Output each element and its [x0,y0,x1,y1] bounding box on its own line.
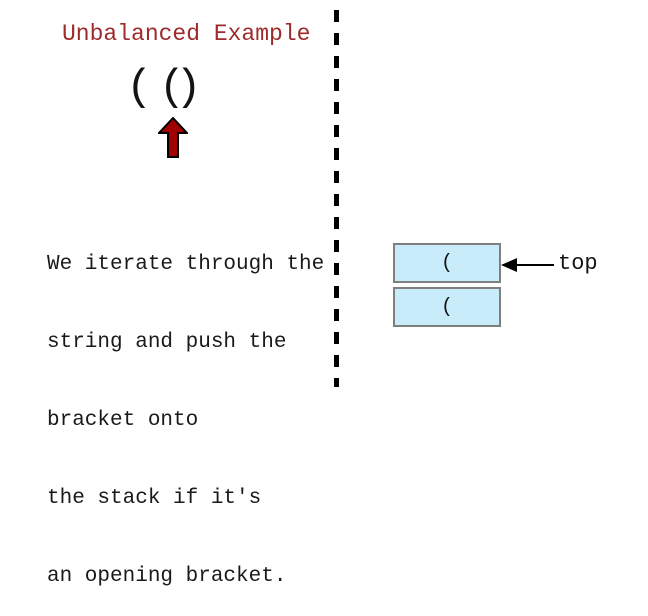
stack-item-bottom: ( [393,287,501,327]
top-pointer-label: top [558,251,598,276]
description-line: string and push the [47,331,287,354]
description-line: We iterate through the [47,253,325,276]
description-line: an opening bracket. [47,565,287,588]
stack-item-value: ( [440,251,453,275]
page-title: Unbalanced Example [62,21,311,47]
up-arrow-icon [158,117,188,158]
stack-item-top: ( [393,243,501,283]
description-line: the stack if it's [47,487,262,510]
stack-item-value: ( [440,295,453,319]
top-pointer-arrow-icon [501,258,554,272]
bracket-string: ( () [126,63,202,113]
dashed-divider-line [334,10,339,387]
description-line: bracket onto [47,409,199,432]
description-text: We iterate through the string and push t… [47,200,324,616]
